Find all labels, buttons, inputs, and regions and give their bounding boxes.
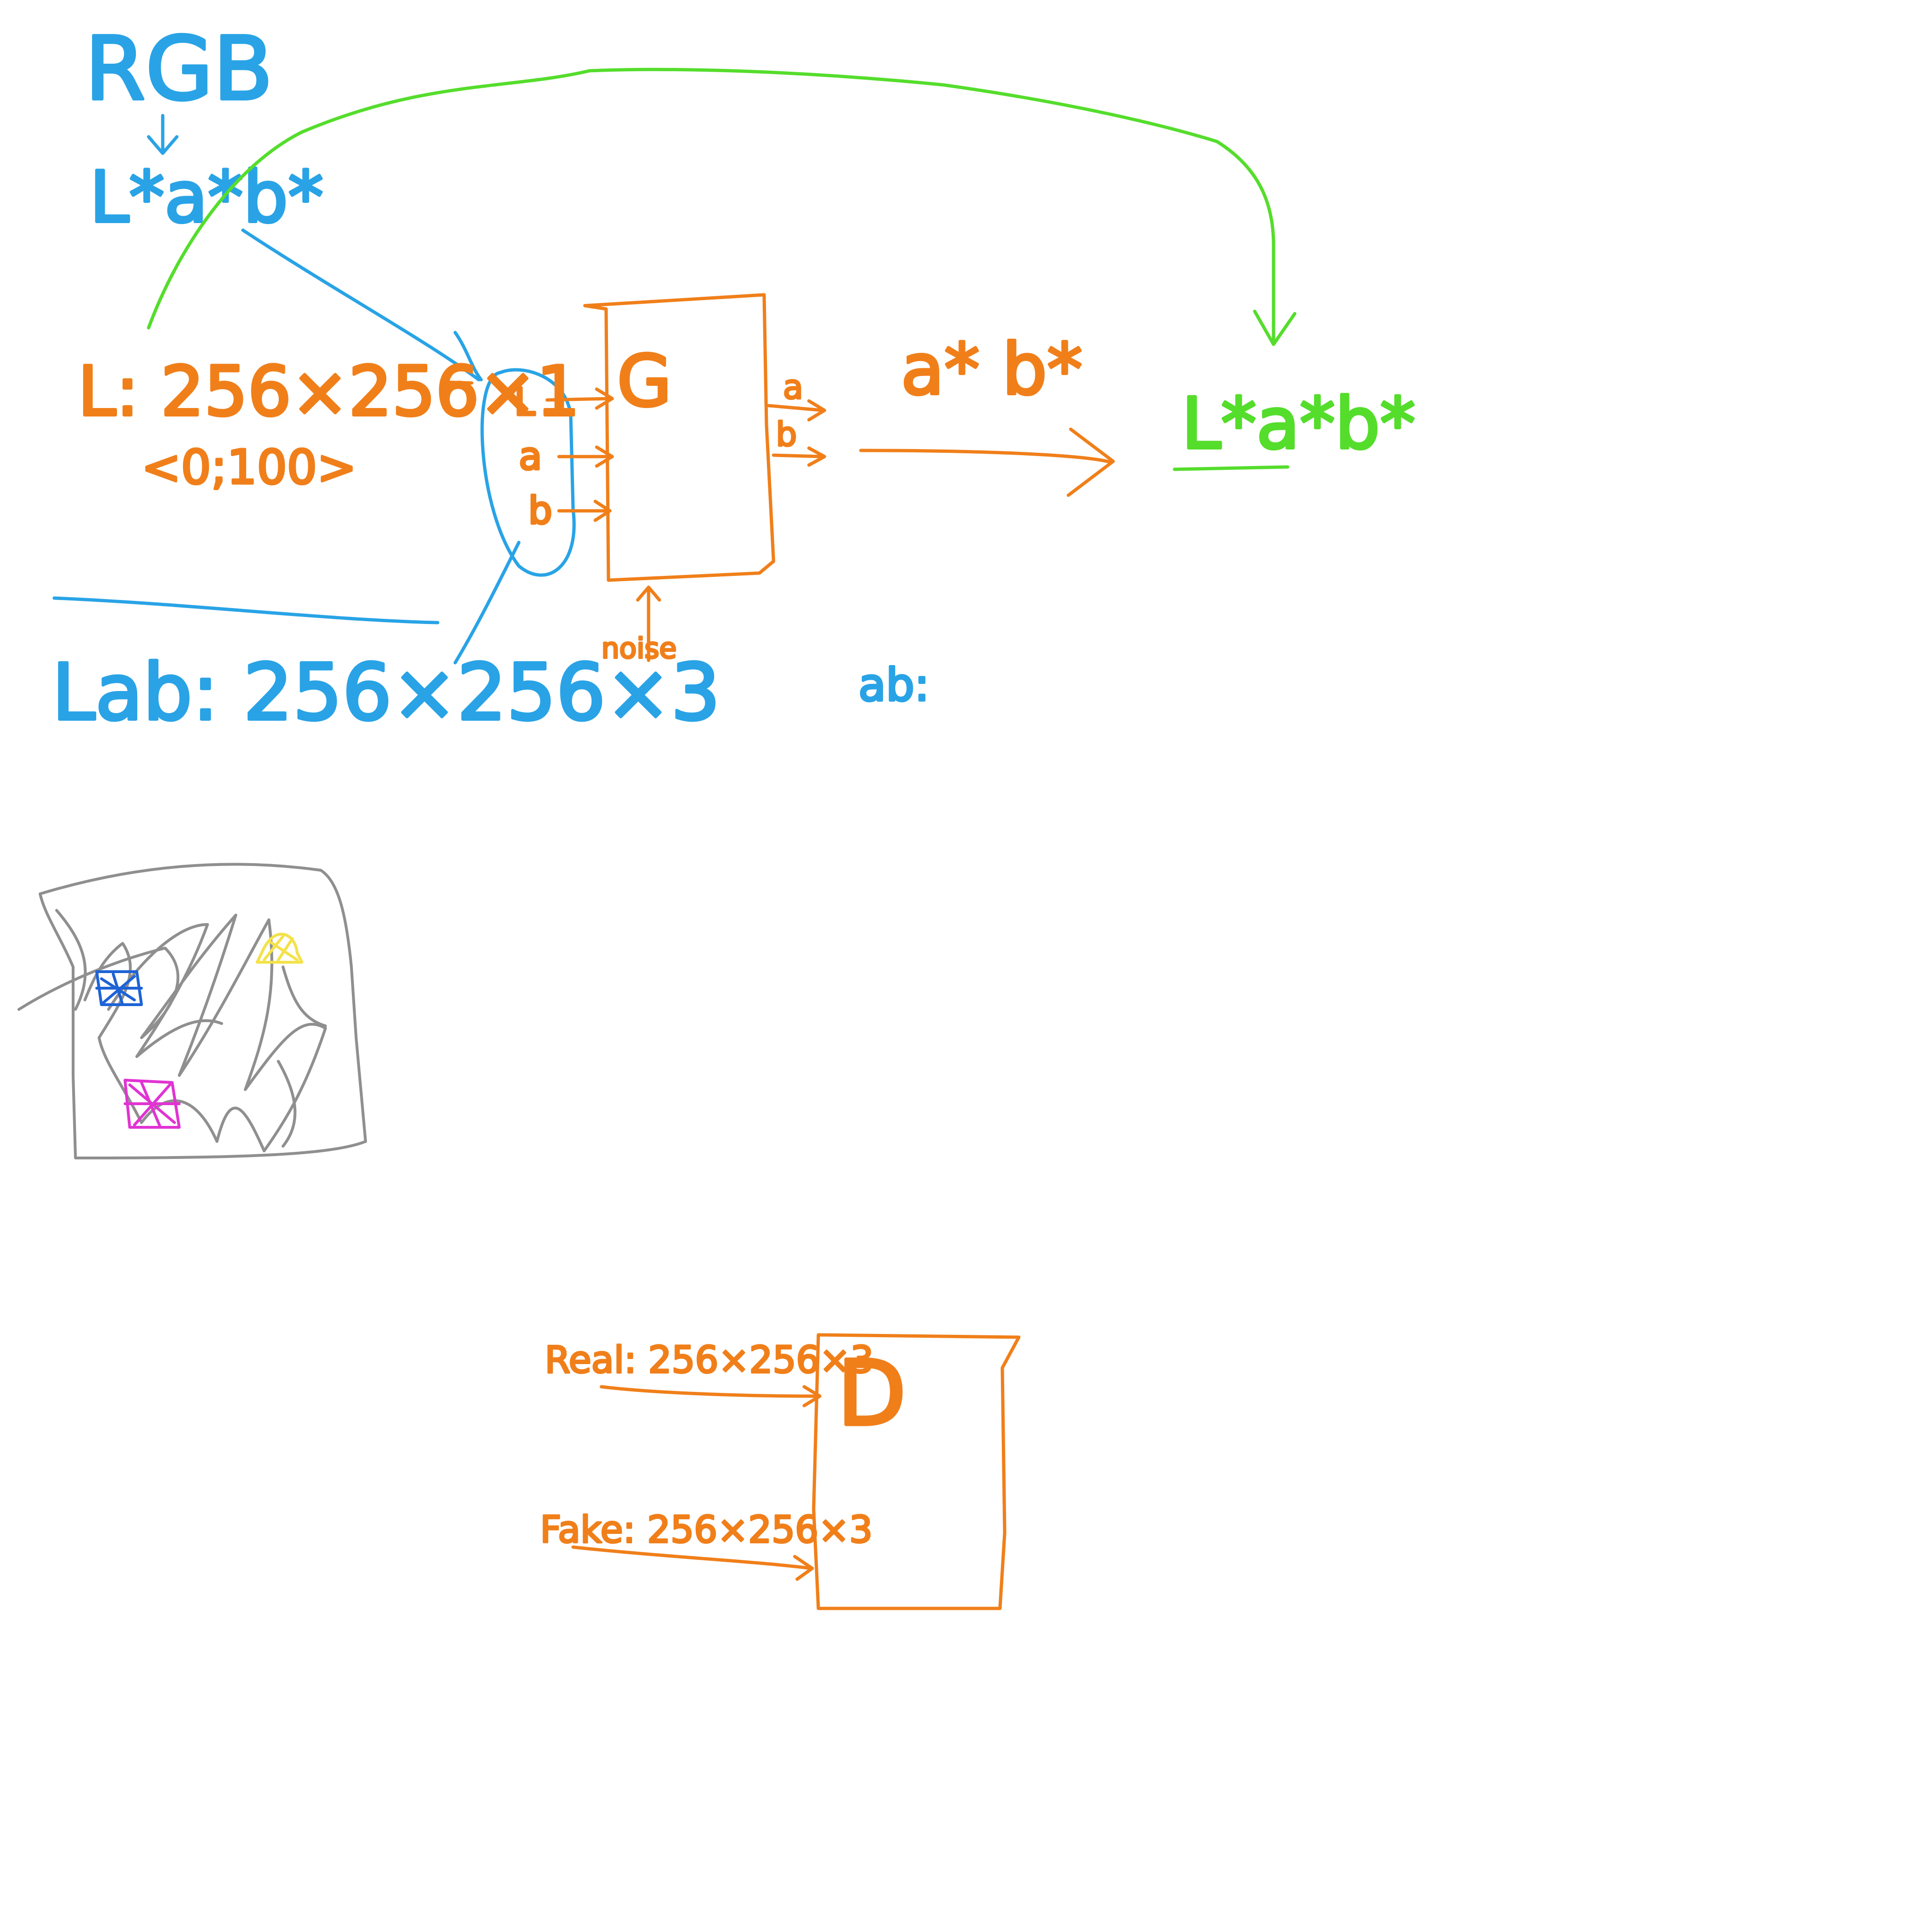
lab-dim-label: Lab: 256×256×3 — [52, 647, 720, 738]
discriminator-box — [812, 1333, 1021, 1610]
lab-result-label: L*a*b* — [1182, 383, 1416, 465]
input-a-arrow — [557, 445, 614, 468]
l-range-label: <0;100> — [142, 440, 357, 495]
yellow-patch — [256, 933, 303, 964]
generator-label: G — [617, 341, 672, 423]
output-a-arrow — [767, 399, 826, 422]
separator-line — [52, 596, 440, 625]
ab-to-lab-arrowhead — [1066, 427, 1115, 497]
rgb-label: RGB — [85, 18, 273, 120]
input-l-arrow — [545, 387, 614, 410]
lab-result-underline — [1173, 465, 1290, 471]
l-dim-connector — [441, 380, 474, 385]
input-l-label: L — [514, 380, 535, 424]
input-b-label: b — [528, 489, 552, 533]
generator-box — [583, 293, 775, 582]
fake-dim-label: Fake: 256×256×3 — [540, 1509, 873, 1551]
skip-connection-group: L*a*b* — [147, 67, 1417, 471]
noise-label: noise — [601, 632, 677, 665]
magenta-patch — [124, 1079, 181, 1129]
input-a-label: a — [519, 434, 542, 478]
noise-arrow — [636, 585, 661, 662]
ab-note-label: ab: — [858, 659, 930, 711]
image-scribble — [17, 909, 327, 1152]
ellipse-connector-bottom — [453, 541, 521, 665]
output-b-label: b — [776, 415, 797, 454]
skip-connection-arrow — [147, 67, 1275, 341]
real-to-d-arrow — [600, 1385, 822, 1407]
input-channels-ellipse — [480, 368, 576, 577]
lab-top-label: L*a*b* — [90, 157, 324, 239]
image-scribble-2 — [282, 966, 327, 1027]
l-dim-label: L: 256×256×1 — [78, 352, 580, 432]
dark-blue-patch — [95, 970, 143, 1006]
output-a-label: a — [783, 368, 803, 407]
image-frame — [39, 863, 367, 1159]
color-conversion-group: RGB L*a*b* Lab: 256×256×3 ab: — [50, 17, 931, 739]
lab-to-input-line — [241, 228, 481, 382]
color-patches-group — [95, 933, 303, 1129]
real-dim-label: Real: 256×256×3 — [545, 1339, 874, 1382]
skip-connection-arrowhead — [1253, 309, 1297, 346]
output-b-arrow — [772, 446, 826, 467]
fake-to-d-arrow — [571, 1545, 814, 1581]
rgb-to-lab-arrow — [147, 114, 179, 155]
ab-to-lab-arrow — [859, 449, 1113, 464]
ab-star-label: a* b* — [901, 329, 1083, 411]
discriminator-label: D — [837, 1341, 906, 1446]
ellipse-connector-top — [453, 331, 483, 382]
input-b-arrow — [557, 500, 612, 522]
gan-group: L: 256×256×1 <0;100> G L a b noise a b a… — [76, 293, 1115, 1610]
image-sketch-group — [17, 863, 367, 1159]
